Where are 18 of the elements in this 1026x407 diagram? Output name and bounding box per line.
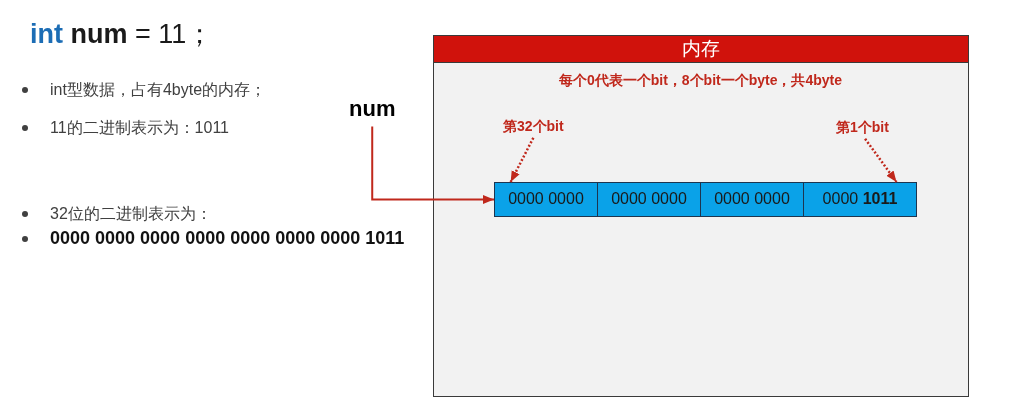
arrow bbox=[864, 138, 898, 183]
arrow bbox=[509, 137, 535, 183]
memory-cell: 0000 1011 bbox=[803, 182, 917, 217]
panel-header: 内存 bbox=[434, 36, 968, 63]
memory-cell: 0000 0000 bbox=[494, 182, 598, 217]
variable-label: num bbox=[349, 96, 396, 123]
memory-cell: 0000 0000 bbox=[700, 182, 804, 217]
note-text: 每个0代表一个bit，8个bit一个byte，共4byte bbox=[557, 72, 844, 89]
callout-label: 第1个bit bbox=[836, 119, 889, 136]
code-line: int num = 11； bbox=[30, 18, 214, 51]
callout-label: 第32个bit bbox=[503, 118, 564, 135]
memory-panel bbox=[433, 35, 969, 397]
bullet-text: 0000 0000 0000 0000 0000 0000 0000 1011 bbox=[50, 228, 405, 250]
memory-cell: 0000 0000 bbox=[597, 182, 701, 217]
arrow bbox=[371, 125, 495, 204]
bullet-text: 32位的二进制表示为： bbox=[50, 204, 212, 224]
bullet-text: 11的二进制表示为：1011 bbox=[50, 118, 229, 138]
bullet-text: int型数据，占有4byte的内存； bbox=[50, 80, 267, 100]
